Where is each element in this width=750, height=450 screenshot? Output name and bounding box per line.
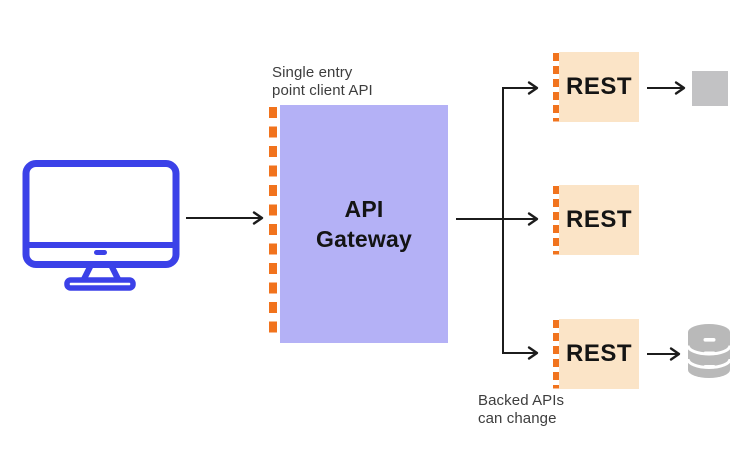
backends-caption: Backed APIs can change [478,392,565,427]
api-gateway-box: API Gateway [280,105,448,343]
database-slot-1 [703,338,716,342]
monitor-power-dot [94,250,107,255]
rest-top-label: REST [565,73,632,100]
monitor-stand-right [108,264,121,281]
database-slot-2 [703,351,716,356]
desktop-monitor-icon [22,160,180,291]
rest-box-bottom: REST [559,319,639,389]
rest-box-top: REST [559,52,639,122]
database-slot-3 [703,365,716,369]
database-icon [686,324,732,378]
rest-middle-label: REST [565,206,632,233]
api-gateway-label: API Gateway [315,196,412,252]
service-square-icon [692,71,728,106]
database-cylinder [688,324,730,378]
monitor-body [22,160,180,268]
rest-box-middle: REST [559,185,639,255]
monitor-stand-left [81,264,94,281]
arrow-gateway-to-rest-top [502,81,539,219]
monitor-stand-base [64,277,136,291]
rest-bottom-label: REST [565,340,632,367]
arrow-gateway-to-rest-bottom [502,219,539,360]
gateway-caption: Single entry point client API [272,64,373,99]
